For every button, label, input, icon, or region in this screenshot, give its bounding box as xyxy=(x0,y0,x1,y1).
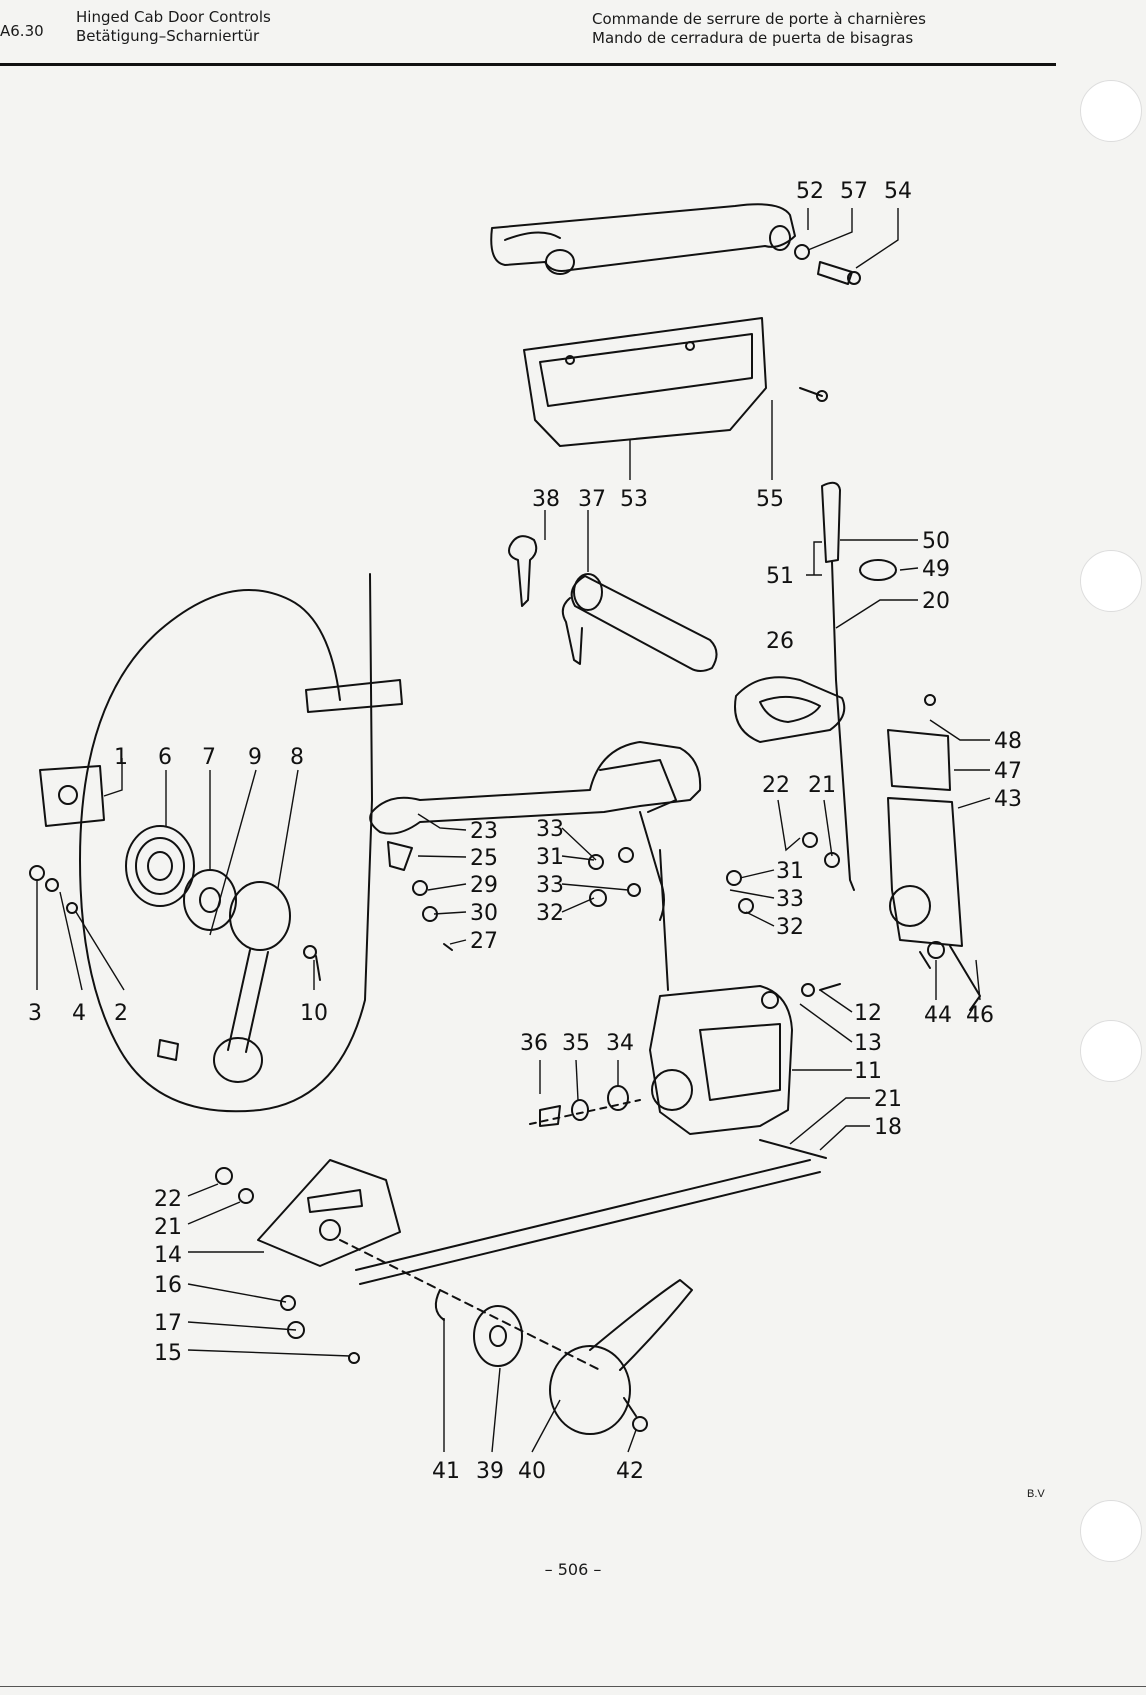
callout-26: 26 xyxy=(766,629,794,654)
drawing-mark: B.V xyxy=(1027,1488,1045,1500)
callout-labels: 52 57 54 38 37 53 55 50 51 49 20 26 48 4… xyxy=(28,179,1022,1484)
outer-grab-handle-drawing xyxy=(490,203,861,285)
striker-plate-drawing xyxy=(887,729,981,1011)
callout-43: 43 xyxy=(994,787,1022,812)
callout-31b: 31 xyxy=(776,859,804,884)
small-lock-parts-drawing xyxy=(529,1085,641,1127)
callout-57: 57 xyxy=(840,179,868,204)
callout-2: 2 xyxy=(114,1001,128,1026)
callout-35: 35 xyxy=(562,1031,590,1056)
callout-37: 37 xyxy=(578,487,606,512)
callout-20: 20 xyxy=(922,589,950,614)
callout-47: 47 xyxy=(994,759,1022,784)
callout-44: 44 xyxy=(924,1003,952,1028)
lock-mechanism-drawing xyxy=(649,983,841,1159)
callout-14: 14 xyxy=(154,1243,182,1268)
callout-18: 18 xyxy=(874,1115,902,1140)
callout-31a: 31 xyxy=(536,845,564,870)
callout-52: 52 xyxy=(796,179,824,204)
bottom-rule xyxy=(0,1686,1146,1687)
callout-25: 25 xyxy=(470,846,498,871)
callout-1: 1 xyxy=(114,745,128,770)
callout-34: 34 xyxy=(606,1031,634,1056)
callout-16: 16 xyxy=(154,1273,182,1298)
callout-41: 41 xyxy=(432,1459,460,1484)
callout-13: 13 xyxy=(854,1031,882,1056)
callout-38: 38 xyxy=(532,487,560,512)
key-and-lock-barrel-drawing xyxy=(508,535,718,672)
punch-hole-3 xyxy=(1080,1020,1142,1082)
callout-48: 48 xyxy=(994,729,1022,754)
callout-21c: 21 xyxy=(154,1215,182,1240)
punch-hole-4 xyxy=(1080,1500,1142,1562)
title-english: Hinged Cab Door Controls xyxy=(76,8,271,26)
inside-door-handle-drawing xyxy=(369,741,702,991)
callout-46: 46 xyxy=(966,1003,994,1028)
callout-21a: 21 xyxy=(808,773,836,798)
callout-11: 11 xyxy=(854,1059,882,1084)
callout-32a: 32 xyxy=(536,901,564,926)
callout-6: 6 xyxy=(158,745,172,770)
callout-4: 4 xyxy=(72,1001,86,1026)
callout-54: 54 xyxy=(884,179,912,204)
title-german: Betätigung–Scharniertür xyxy=(76,27,260,45)
callout-12: 12 xyxy=(854,1001,882,1026)
callout-33c: 33 xyxy=(776,887,804,912)
callout-32b: 32 xyxy=(776,915,804,940)
callout-50: 50 xyxy=(922,529,950,554)
callout-23: 23 xyxy=(470,819,498,844)
callout-36: 36 xyxy=(520,1031,548,1056)
callout-40: 40 xyxy=(518,1459,546,1484)
callout-27: 27 xyxy=(470,929,498,954)
title-french: Commande de serrure de porte à charnière… xyxy=(592,10,926,28)
header-titles-right: Commande de serrure de porte à charnière… xyxy=(592,10,926,48)
section-code-text: A6.30 xyxy=(0,22,44,40)
callout-8: 8 xyxy=(290,745,304,770)
lower-control-assembly-drawing xyxy=(257,1159,821,1435)
callout-9: 9 xyxy=(248,745,262,770)
window-regulator-cable-drawing xyxy=(39,573,403,1113)
page-number: – 506 – xyxy=(544,1560,602,1579)
callout-22a: 22 xyxy=(762,773,790,798)
punch-hole-1 xyxy=(1080,80,1142,142)
callout-17: 17 xyxy=(154,1311,182,1336)
handle-recess-pan-drawing xyxy=(523,317,828,447)
callout-10: 10 xyxy=(300,1001,328,1026)
lock-rod-knob-drawing xyxy=(821,481,897,891)
leader-lines xyxy=(36,208,991,1453)
callout-21b: 21 xyxy=(874,1087,902,1112)
callout-33b: 33 xyxy=(536,873,564,898)
callout-33a: 33 xyxy=(536,817,564,842)
gasket-drawing xyxy=(734,676,846,743)
callout-51: 51 xyxy=(766,564,794,589)
callout-55: 55 xyxy=(756,487,784,512)
callout-53: 53 xyxy=(620,487,648,512)
title-spanish: Mando de cerradura de puerta de bisagras xyxy=(592,29,914,47)
callout-7: 7 xyxy=(202,745,216,770)
callout-3: 3 xyxy=(28,1001,42,1026)
punch-hole-2 xyxy=(1080,550,1142,612)
callout-30: 30 xyxy=(470,901,498,926)
callout-49: 49 xyxy=(922,557,950,582)
spring-washer-crank-drawing xyxy=(125,825,321,1083)
callout-22b: 22 xyxy=(154,1187,182,1212)
section-code: A6.30 xyxy=(0,22,44,41)
callout-42: 42 xyxy=(616,1459,644,1484)
callout-29: 29 xyxy=(470,873,498,898)
header-rule xyxy=(0,63,1056,66)
callout-39: 39 xyxy=(476,1459,504,1484)
header-titles-left: Hinged Cab Door Controls Betätigung–Scha… xyxy=(76,8,271,46)
callout-15: 15 xyxy=(154,1341,182,1366)
